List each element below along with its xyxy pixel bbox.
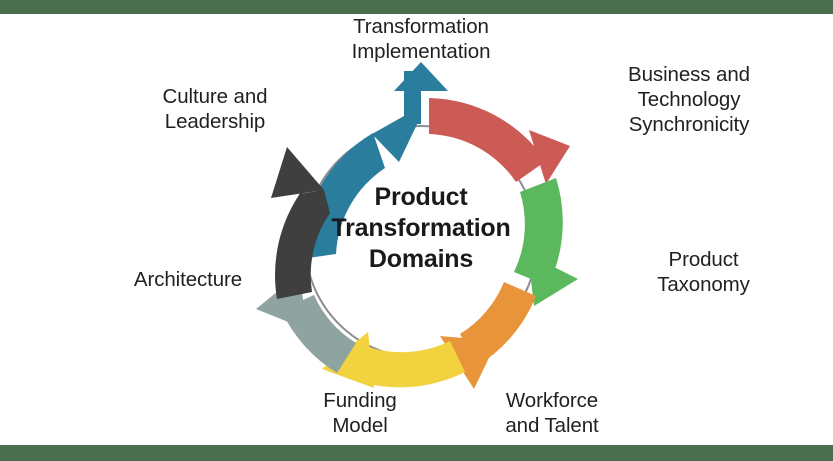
cycle-diagram (256, 62, 578, 389)
arrow-culture-and-leadership (271, 147, 330, 299)
label-product-taxonomy: Product Taxonomy (657, 248, 750, 296)
label-funding-model: Funding Model (323, 389, 397, 437)
label-transformation-implementation: Transformation Implementation (351, 15, 491, 63)
label-culture-and-leadership: Culture and Leadership (162, 85, 268, 133)
label-workforce-and-talent: Workforce and Talent (505, 389, 599, 437)
arrow-business-technology-synchronicity (429, 98, 570, 184)
label-business-and-technology-synchronicity: Business and Technology Synchronicity (628, 63, 750, 136)
label-architecture: Architecture (133, 268, 243, 291)
bottom-accent-band (0, 445, 833, 461)
center-title: Product Transformation Domains (331, 183, 511, 273)
top-accent-band (0, 0, 833, 14)
arrow-workforce-and-talent (440, 282, 536, 389)
arrow-product-taxonomy (514, 178, 578, 306)
diagram-stage: Product Transformation Domains Transform… (0, 14, 833, 445)
arrow-funding-model (322, 332, 465, 388)
arrow-transformation-implementation (300, 62, 448, 259)
